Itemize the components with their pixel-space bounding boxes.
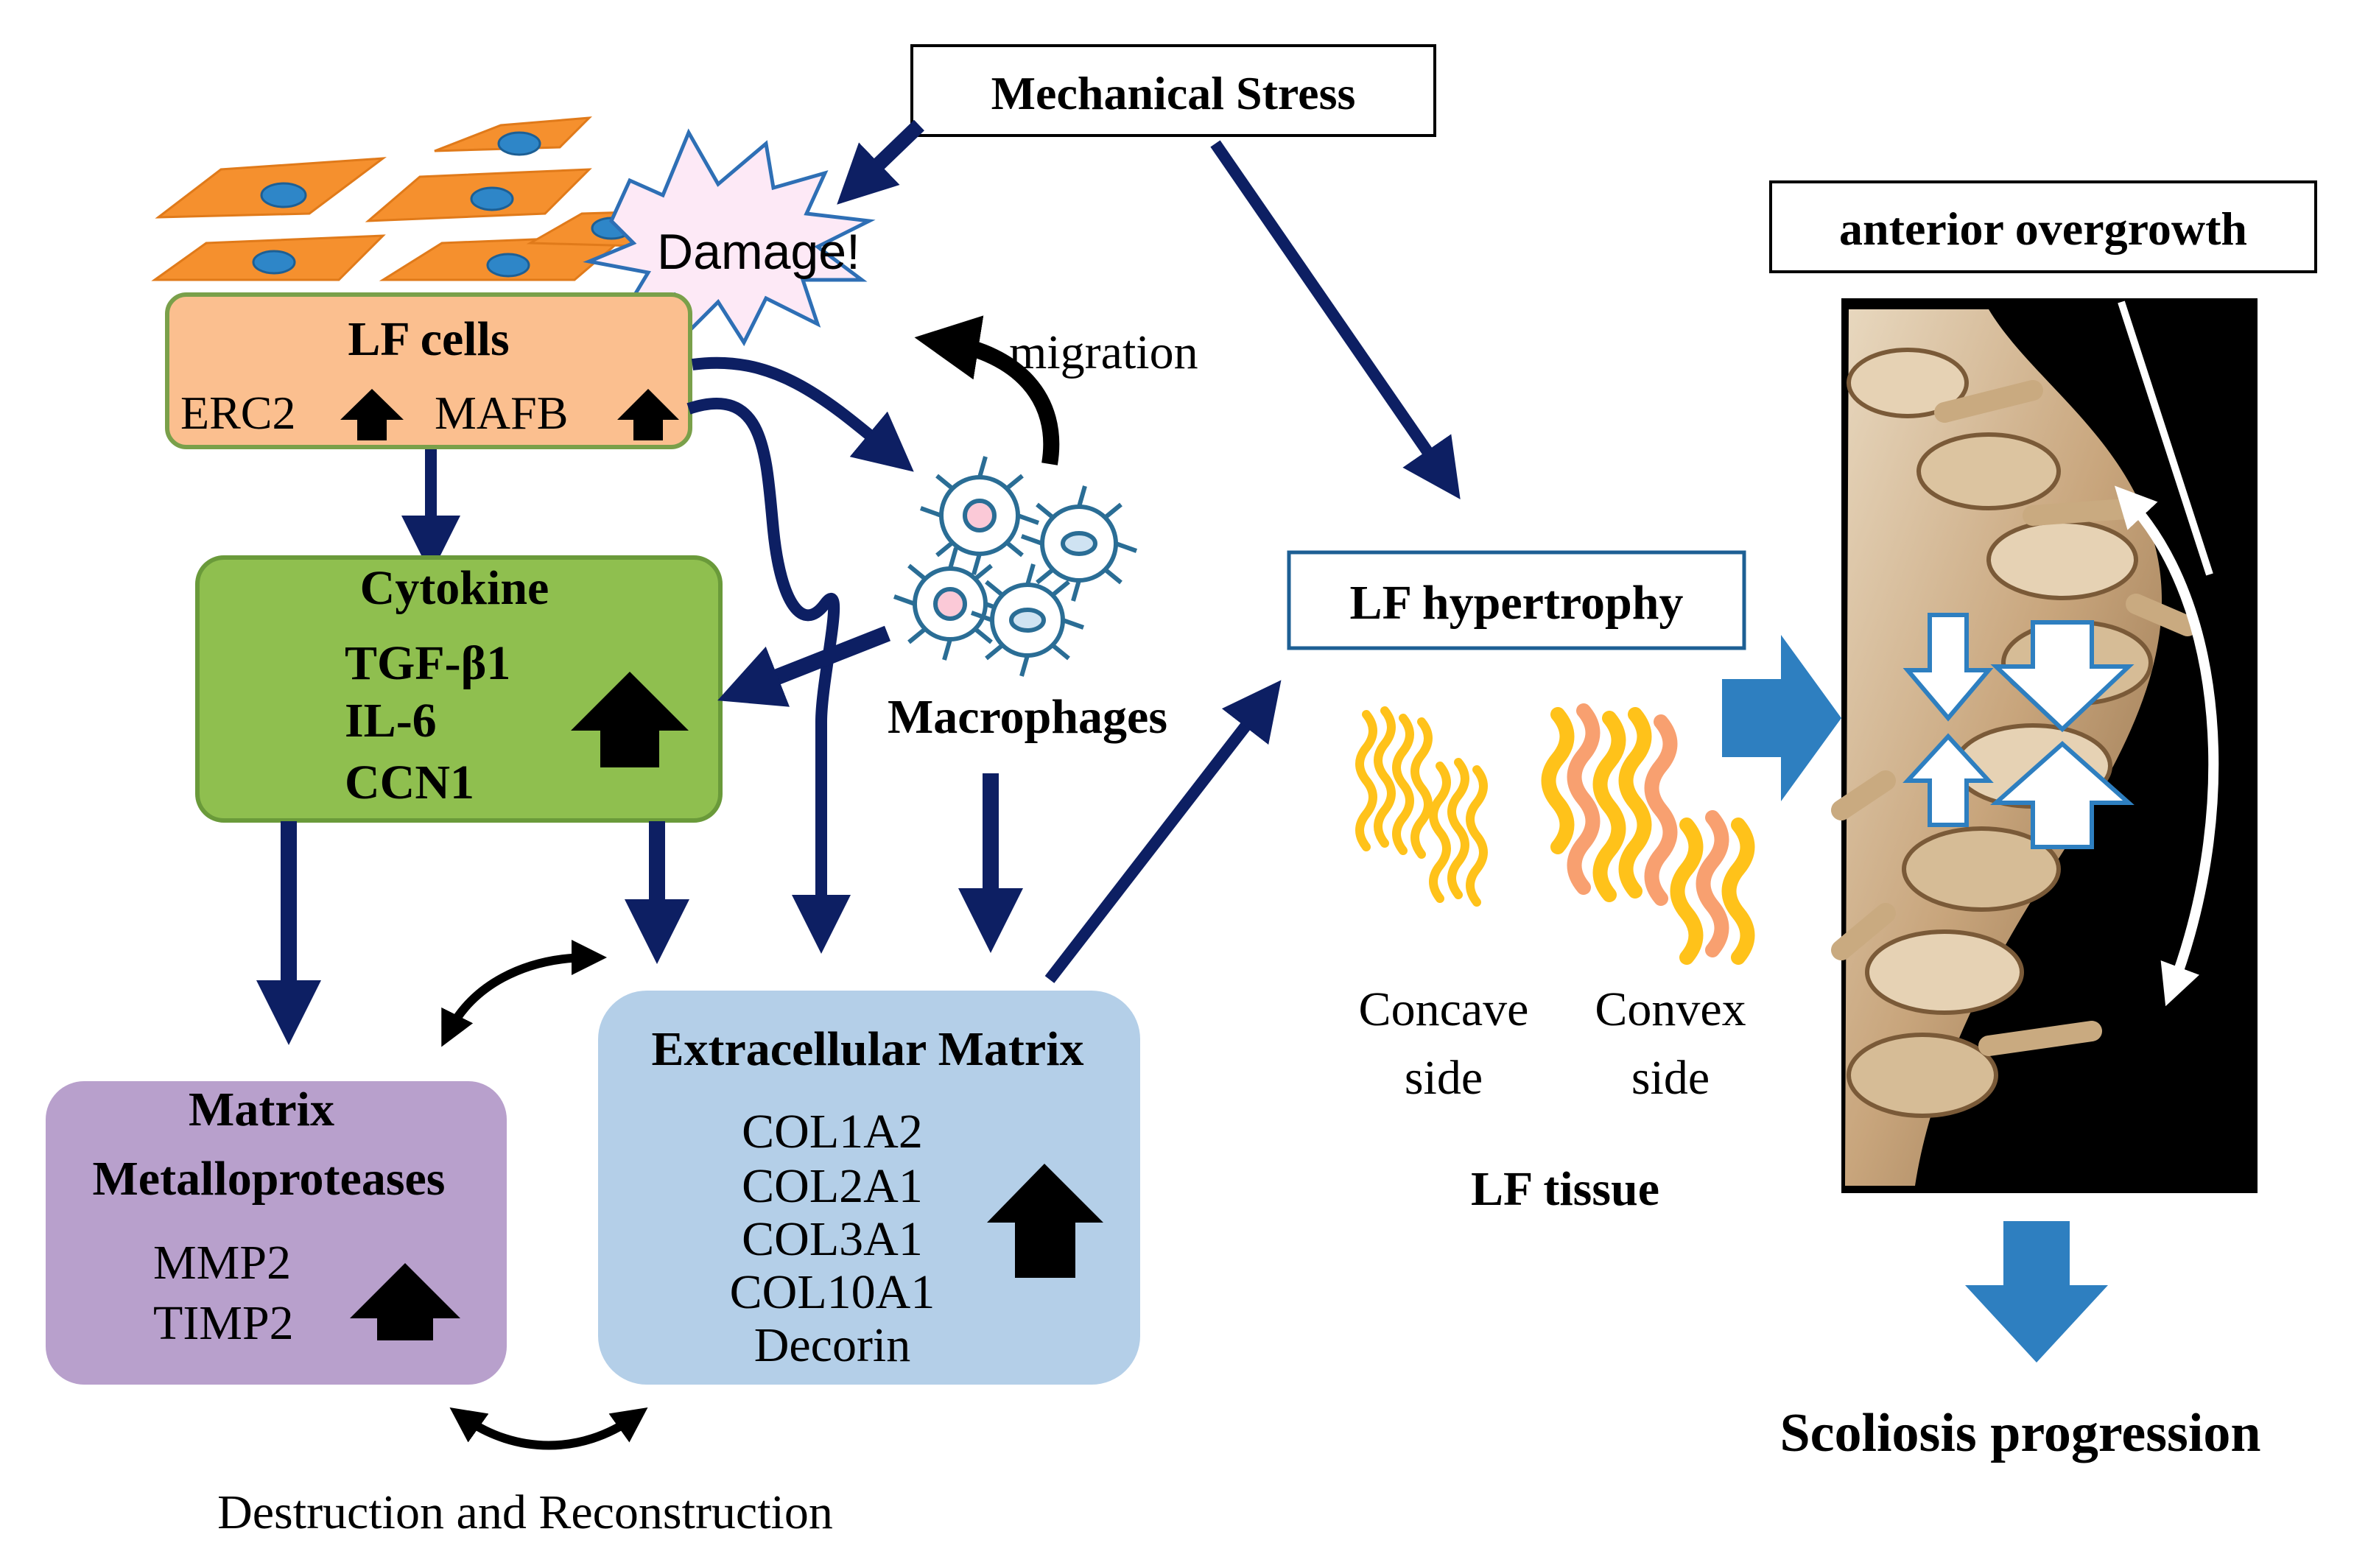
destruction-label: Destruction and Reconstruction — [217, 1486, 833, 1539]
ecm-item: Decorin — [754, 1318, 911, 1372]
arrow-lf-to-ecm — [686, 398, 851, 954]
arrow-macrophages-to-cytokine — [717, 625, 891, 707]
macrophages-label: Macrophages — [888, 690, 1167, 744]
arrow-stress-to-damage — [837, 119, 924, 205]
anterior-overgrowth-label: anterior overgrowth — [1839, 203, 2247, 255]
scoliosis-progression-label: Scoliosis progression — [1779, 1403, 2260, 1463]
ecm-item: COL1A2 — [742, 1105, 923, 1159]
spine-ct-image — [1831, 298, 2258, 1193]
double-arrow-top — [441, 940, 607, 1047]
convex-label-line1: Convex — [1595, 982, 1746, 1036]
macrophages-icon — [893, 456, 1138, 677]
block-arrow-right — [1722, 635, 1841, 801]
up-arrow-icon — [571, 672, 689, 767]
damage-label: Damage! — [657, 224, 860, 280]
concave-fibers — [1355, 706, 1488, 907]
ecm-box — [598, 991, 1140, 1385]
anterior-overgrowth-box — [1769, 180, 2317, 273]
cytokine-item: CCN1 — [345, 756, 474, 809]
arrow-stress-to-hypertrophy — [1210, 140, 1461, 499]
lf-gene-mafb: MAFB — [435, 387, 568, 439]
lf-cells-title: LF cells — [348, 312, 509, 366]
lf-hypertrophy-label: LF hypertrophy — [1350, 576, 1684, 630]
mechanical-stress-label: Mechanical Stress — [991, 67, 1356, 119]
lf-cells-box — [165, 292, 692, 449]
lf-gene-erc2: ERC2 — [180, 387, 295, 439]
lf-hypertrophy-box — [1287, 550, 1746, 650]
up-arrow-icon — [617, 389, 679, 440]
migration-label: migration — [1009, 326, 1198, 379]
concave-label-line1: Concave — [1359, 982, 1529, 1036]
cytokine-title: Cytokine — [360, 561, 549, 615]
up-arrow-icon — [350, 1263, 460, 1340]
block-arrow-down — [1965, 1221, 2108, 1363]
ecm-item: COL2A1 — [742, 1159, 923, 1213]
mmp-title-line2: Metalloproteases — [93, 1152, 446, 1206]
convex-label-line2: side — [1631, 1051, 1710, 1105]
ecm-title: Extracellular Matrix — [651, 1022, 1083, 1076]
mmp-item: TIMP2 — [153, 1296, 294, 1350]
up-arrow-icon — [987, 1164, 1103, 1278]
mmp-item: MMP2 — [153, 1236, 291, 1290]
up-arrow-icon — [340, 389, 404, 440]
ecm-item: COL3A1 — [742, 1212, 923, 1266]
arrow-ecm-to-hypertrophy — [1044, 680, 1282, 983]
concave-label-line2: side — [1405, 1051, 1483, 1105]
ecm-item: COL10A1 — [730, 1265, 935, 1319]
lf-tissue-label: LF tissue — [1471, 1162, 1659, 1216]
mmp-title-line1: Matrix — [189, 1083, 334, 1136]
migration-arrow — [914, 315, 1060, 465]
double-arrow-bottom — [449, 1407, 648, 1450]
convex-fibers — [1541, 703, 1755, 965]
cytokine-item: IL-6 — [345, 694, 437, 748]
cytokine-item: TGF-β1 — [345, 636, 510, 690]
mechanical-stress-box — [910, 44, 1436, 137]
arrow-lf-to-macrophages — [691, 356, 914, 472]
